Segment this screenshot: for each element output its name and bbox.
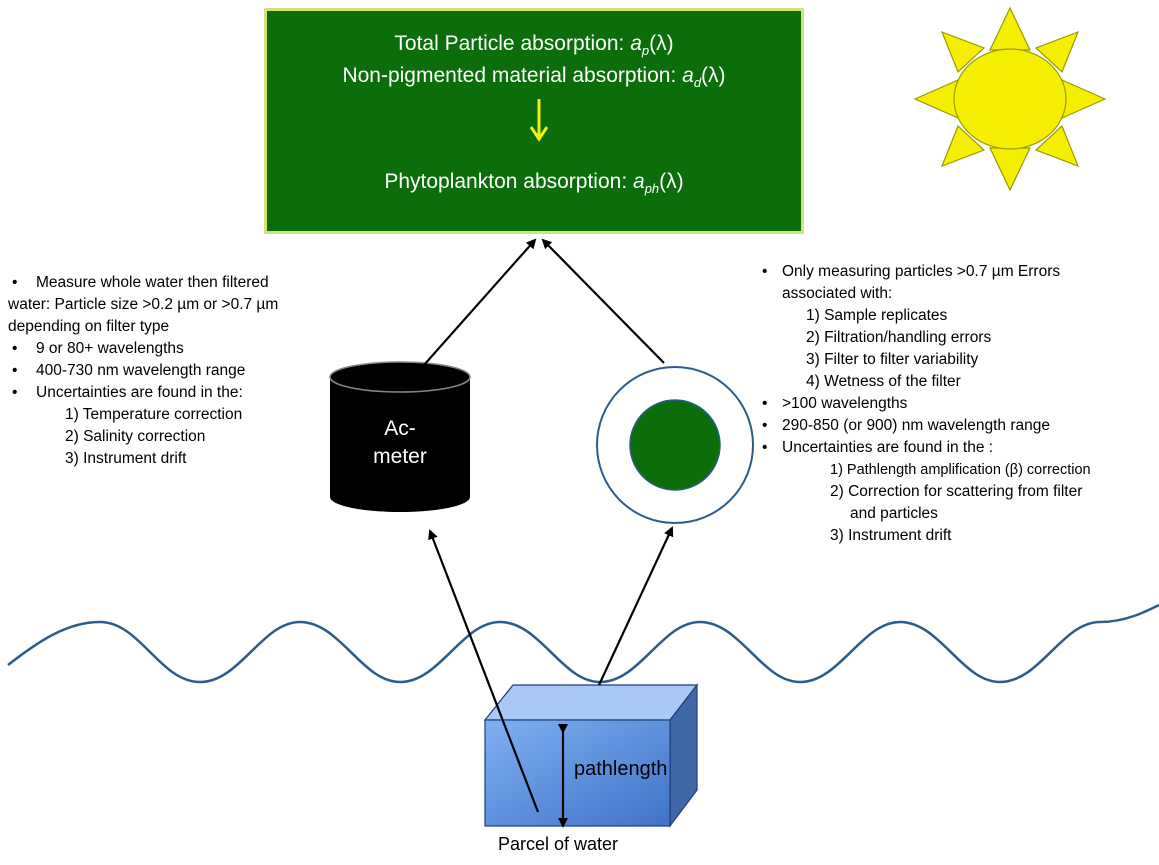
water-surface-wave — [7, 603, 1159, 684]
right-note-text: 3) Filter to filter variability — [806, 351, 979, 368]
bullet-marker: • — [762, 263, 768, 280]
left-note-text: 400-730 nm wavelength range — [36, 362, 246, 379]
absorption-box: Total Particle absorption: ap(λ) Non-pig… — [264, 8, 804, 234]
sun-ray-top — [989, 6, 1031, 51]
sun-ray-top-right — [1034, 30, 1080, 74]
arrow-ac-meter-to-box — [423, 238, 537, 366]
left-note-text: depending on filter type — [8, 318, 170, 335]
left-note-row: • Uncertainties are found in the: — [8, 382, 278, 404]
left-note-row: 2) Salinity correction — [8, 426, 278, 448]
non-pigmented-absorption-label: Non-pigmented material absorption: ad(λ) — [267, 63, 801, 96]
sun-ray-left — [913, 79, 959, 119]
arrow-cube-to-ac-meter — [428, 529, 540, 813]
left-note-row: • 400-730 nm wavelength range — [8, 360, 278, 382]
left-note-row: 3) Instrument drift — [8, 448, 278, 470]
line2-subscript: d — [693, 75, 702, 91]
right-note-row: 4) Wetness of the filter — [758, 371, 1091, 393]
bullet-marker: • — [762, 439, 768, 456]
line2-text: Non-pigmented material absorption: — [342, 64, 683, 87]
line1-tail: (λ) — [649, 32, 674, 55]
left-note-row: • Measure whole water then filtered — [8, 272, 278, 294]
left-note-text: Uncertainties are found in the: — [36, 384, 243, 401]
bullet-marker: • — [12, 362, 18, 379]
left-note-row: depending on filter type — [8, 316, 278, 338]
total-particle-absorption-label: Total Particle absorption: ap(λ) — [267, 31, 801, 64]
sun-ray-right — [1061, 79, 1107, 119]
line3-symbol: a — [633, 170, 645, 193]
right-note-text: 4) Wetness of the filter — [806, 373, 961, 390]
arrow-cube-to-filter — [598, 526, 674, 686]
sun-disc — [953, 48, 1067, 150]
right-note-row: 1) Sample replicates — [758, 305, 1091, 327]
filter-pad-notes: • Only measuring particles >0.7 µm Errors… — [758, 261, 1091, 547]
line3-tail: (λ) — [659, 170, 684, 193]
right-note-row: • Uncertainties are found in the : — [758, 437, 1091, 459]
right-note-row: • >100 wavelengths — [758, 393, 1091, 415]
left-note-text: 3) Instrument drift — [65, 450, 187, 467]
phytoplankton-absorption-label: Phytoplankton absorption: aph(λ) — [267, 169, 801, 202]
left-note-text: water: Particle size >0.2 µm or >0.7 µm — [8, 296, 279, 313]
right-note-row: 2) Correction for scattering from filter — [758, 481, 1091, 503]
right-note-text: and particles — [850, 505, 938, 522]
bullet-marker: • — [762, 395, 768, 412]
bullet-marker: • — [12, 274, 18, 291]
arrow-filter-to-box — [541, 238, 665, 364]
sun-ray-bottom — [989, 147, 1031, 192]
right-note-row: • 290-850 (or 900) nm wavelength range — [758, 415, 1091, 437]
right-note-text: 3) Instrument drift — [830, 527, 952, 544]
line1-text: Total Particle absorption: — [394, 32, 631, 55]
sun-icon — [913, 6, 1107, 192]
bullet-marker: • — [12, 340, 18, 357]
sun-ray-top-left — [940, 30, 986, 74]
left-note-row: water: Particle size >0.2 µm or >0.7 µm — [8, 294, 278, 316]
left-note-text: 1) Temperature correction — [65, 406, 243, 423]
yellow-down-arrow-icon — [529, 99, 549, 142]
line3-text: Phytoplankton absorption: — [384, 170, 633, 193]
right-note-text: Uncertainties are found in the : — [782, 439, 994, 456]
line2-tail: (λ) — [701, 64, 726, 87]
right-note-row: • Only measuring particles >0.7 µm Errors — [758, 261, 1091, 283]
line3-subscript: ph — [644, 181, 660, 197]
right-note-row: 3) Filter to filter variability — [758, 349, 1091, 371]
ac-meter-cylinder — [329, 361, 471, 512]
ac-meter-label: Ac- meter — [350, 415, 450, 471]
filter-pad-icon — [596, 366, 754, 524]
pathlength-label: pathlength — [574, 758, 668, 780]
left-note-row: 1) Temperature correction — [8, 404, 278, 426]
right-note-text: 1) Sample replicates — [806, 307, 948, 324]
right-note-row: 1) Pathlength amplification (β) correcti… — [758, 459, 1091, 481]
right-note-text: Only measuring particles >0.7 µm Errors — [782, 263, 1061, 280]
line1-subscript: p — [641, 43, 650, 59]
right-note-text: associated with: — [782, 285, 893, 302]
left-note-text: 2) Salinity correction — [65, 428, 206, 445]
line1-symbol: a — [630, 32, 642, 55]
ac-meter-label-line1: Ac- — [384, 417, 416, 440]
right-note-row: 3) Instrument drift — [758, 525, 1091, 547]
right-note-row: and particles — [758, 503, 1091, 525]
right-note-row: associated with: — [758, 283, 1091, 305]
sun-ray-bottom-right — [1034, 124, 1080, 168]
left-note-text: Measure whole water then filtered — [36, 274, 269, 291]
left-note-row: • 9 or 80+ wavelengths — [8, 338, 278, 360]
right-note-text: >100 wavelengths — [782, 395, 908, 412]
right-note-text: 2) Filtration/handling errors — [806, 329, 992, 346]
bullet-marker: • — [762, 417, 768, 434]
parcel-of-water-caption: Parcel of water — [498, 834, 619, 854]
water-parcel-cube — [483, 683, 699, 828]
right-note-text: 2) Correction for scattering from filter — [830, 483, 1083, 500]
line2-symbol: a — [682, 64, 694, 87]
ac-meter-label-line2: meter — [373, 445, 427, 468]
right-note-text: 290-850 (or 900) nm wavelength range — [782, 417, 1050, 434]
right-note-text: 1) Pathlength amplification (β) correcti… — [830, 462, 1091, 478]
bullet-marker: • — [12, 384, 18, 401]
ac-meter-notes: • Measure whole water then filtered water… — [8, 272, 278, 470]
left-note-text: 9 or 80+ wavelengths — [36, 340, 184, 357]
right-note-row: 2) Filtration/handling errors — [758, 327, 1091, 349]
sun-ray-bottom-left — [940, 124, 986, 168]
